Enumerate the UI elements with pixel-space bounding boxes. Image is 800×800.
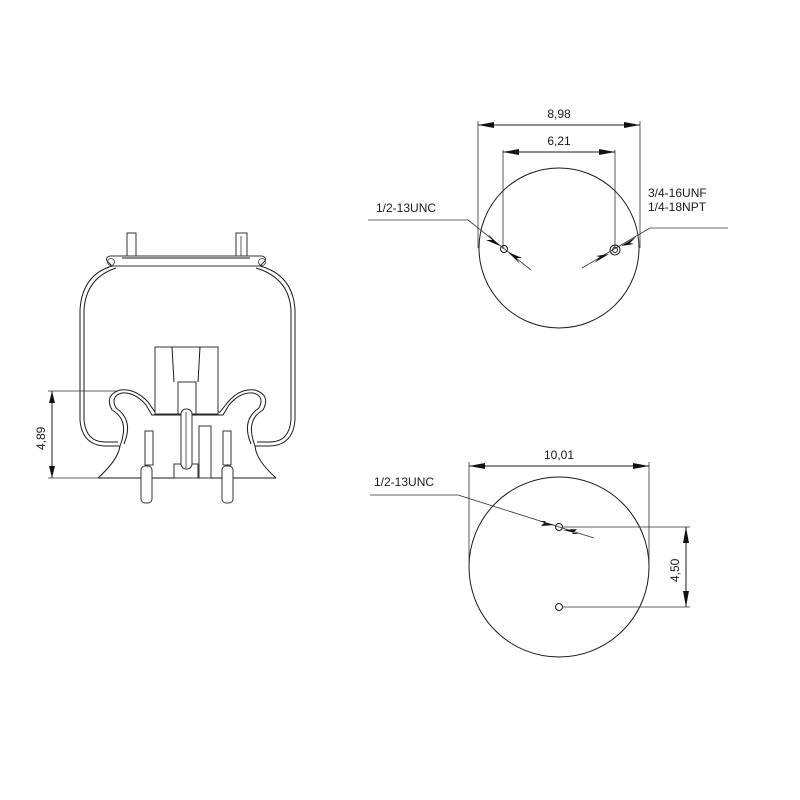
base-hole-lower [555, 603, 563, 611]
right-thread-label-2: 1/4-18NPT [648, 200, 707, 214]
right-thread-label-1: 3/4-16UNF [648, 186, 707, 200]
piston-base-left [97, 445, 121, 479]
top-view: 8,98 6,21 1/2-13UNC 3/4-16UNF 1/4-18NPT [368, 107, 728, 329]
height-dimension-label: 4,89 [34, 426, 48, 450]
center-bolt [180, 408, 193, 470]
outer-diameter-label: 8,98 [547, 107, 571, 121]
right-fitting [609, 244, 621, 256]
top-view-outline [478, 167, 640, 329]
bottom-stud-left [140, 465, 153, 504]
bellows-right [255, 265, 296, 447]
base-thread-label: 1/2-13UNC [374, 475, 434, 489]
bolt-spacing-label: 6,21 [547, 134, 571, 148]
base-hole-upper [555, 523, 563, 531]
bottom-stud-right [221, 465, 234, 504]
piston-base-right [254, 445, 277, 479]
bottom-view: 10,01 1/2-13UNC 4,50 [370, 448, 690, 658]
left-thread-label: 1/2-13UNC [376, 201, 436, 215]
top-stud-right [235, 232, 248, 260]
bellows-left [79, 265, 120, 447]
side-view: 4,89 [34, 232, 296, 504]
base-diameter-label: 10,01 [544, 448, 574, 462]
left-hole [500, 245, 508, 253]
top-stud-left [126, 232, 137, 260]
offset-dimension-label: 4,50 [668, 558, 682, 582]
bottom-view-outline [468, 476, 650, 658]
